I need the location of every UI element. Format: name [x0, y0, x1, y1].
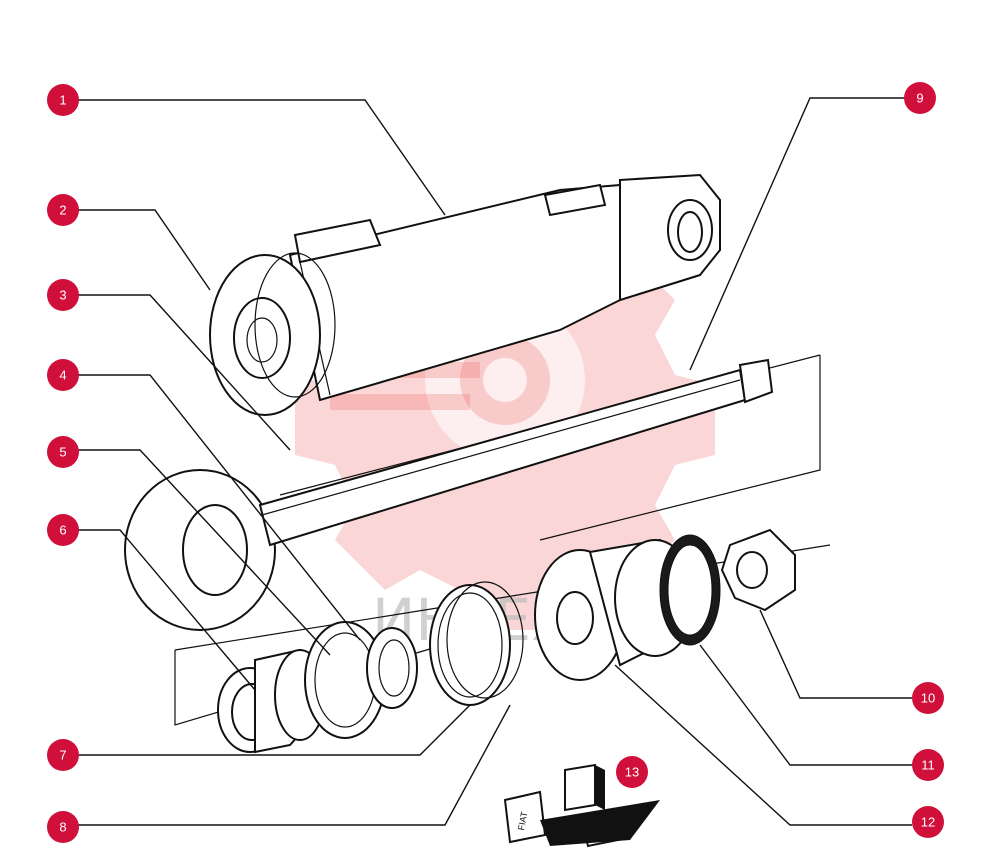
callout-12: 12 [912, 806, 944, 838]
svg-text:11: 11 [921, 758, 935, 773]
callout-11: 11 [912, 749, 944, 781]
piston-ring [659, 534, 721, 646]
svg-text:7: 7 [59, 748, 66, 763]
o-ring [366, 627, 418, 709]
piston-rod [124, 358, 774, 631]
callout-9: 9 [904, 82, 936, 114]
callout-10: 10 [912, 682, 944, 714]
gland-nut [209, 252, 336, 416]
leader-lines [78, 97, 912, 826]
svg-text:6: 6 [59, 523, 66, 538]
svg-text:8: 8 [59, 820, 66, 835]
svg-text:13: 13 [625, 765, 639, 780]
kit-box-icon: FIAT [503, 763, 660, 848]
svg-text:2: 2 [59, 203, 66, 218]
callout-2: 2 [47, 194, 79, 226]
callout-7: 7 [47, 739, 79, 771]
svg-text:10: 10 [921, 691, 935, 706]
callout-13: 13 [616, 756, 648, 788]
svg-text:5: 5 [59, 445, 66, 460]
callout-5: 5 [47, 436, 79, 468]
svg-text:3: 3 [59, 288, 66, 303]
callout-1: 1 [47, 84, 79, 116]
svg-text:12: 12 [921, 815, 935, 830]
kit-box-label: FIAT [516, 810, 529, 831]
svg-text:4: 4 [59, 368, 66, 383]
callout-6: 6 [47, 514, 79, 546]
svg-text:9: 9 [916, 91, 923, 106]
svg-text:1: 1 [59, 93, 66, 108]
hex-nut [720, 528, 796, 612]
callout-4: 4 [47, 359, 79, 391]
callout-8: 8 [47, 811, 79, 843]
callout-3: 3 [47, 279, 79, 311]
